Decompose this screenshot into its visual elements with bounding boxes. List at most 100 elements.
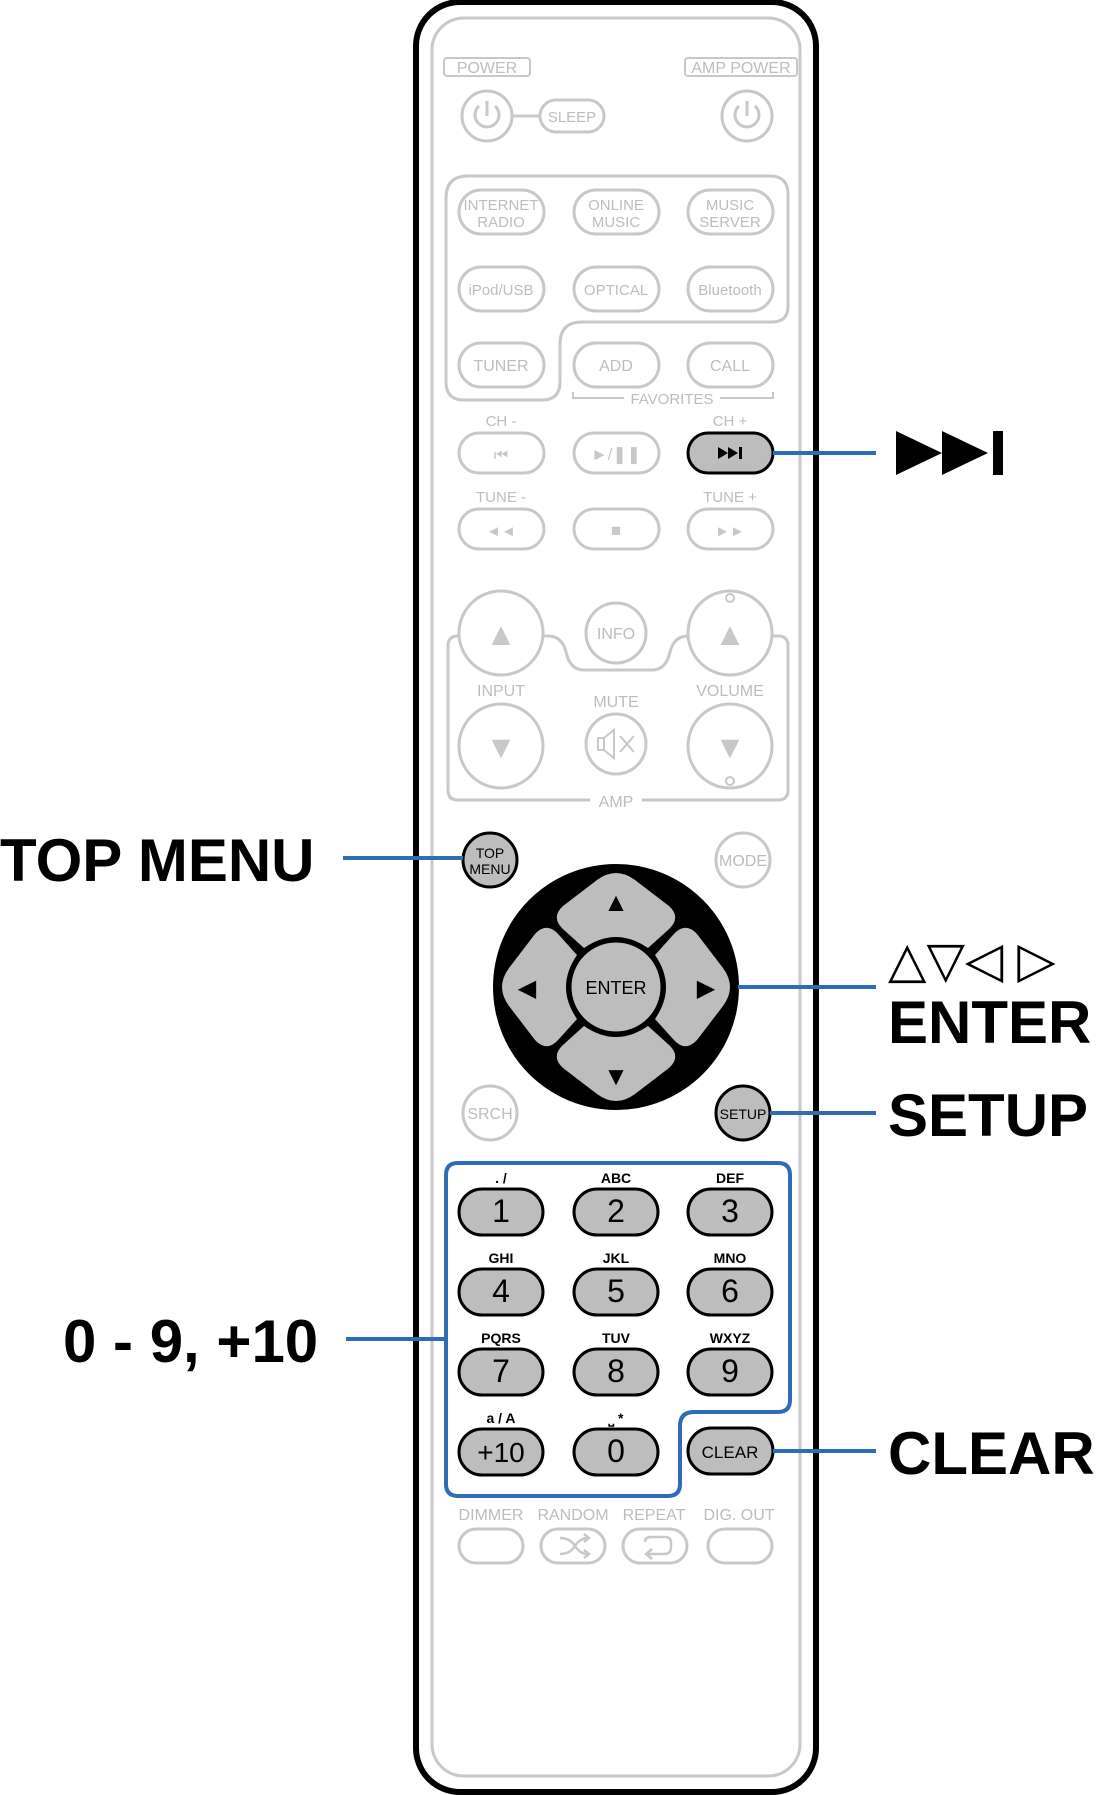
stop-button[interactable]: ■ bbox=[572, 507, 661, 551]
cursor-right-icon: ▶ bbox=[697, 975, 716, 1002]
key-shape bbox=[457, 1267, 545, 1317]
volume-down-dot bbox=[725, 776, 735, 786]
amp-power-icon bbox=[733, 104, 761, 129]
key-shape bbox=[686, 1347, 774, 1397]
repeat-button[interactable] bbox=[621, 1527, 689, 1565]
dig-out-button[interactable] bbox=[706, 1527, 774, 1565]
cursor-down-button[interactable]: ▼ bbox=[556, 1026, 676, 1101]
volume-down-icon: ▼ bbox=[714, 729, 746, 765]
power-button[interactable] bbox=[460, 89, 514, 143]
key-label: 4 bbox=[492, 1273, 510, 1309]
cursor-left-button[interactable]: ◀ bbox=[502, 927, 577, 1047]
cursor-up-button[interactable]: ▲ bbox=[556, 873, 676, 948]
enter-button[interactable]: ENTER bbox=[568, 939, 664, 1035]
internet-radio-button[interactable]: INTERNET RADIO bbox=[457, 188, 546, 236]
info-button[interactable]: INFO bbox=[584, 601, 648, 665]
input-caption: INPUT bbox=[477, 683, 525, 700]
key-label: 9 bbox=[721, 1353, 739, 1389]
key-label: 0 bbox=[607, 1433, 625, 1469]
enter-label: ENTER bbox=[585, 978, 646, 998]
cursor-right-button[interactable]: ▶ bbox=[655, 927, 730, 1047]
callout-enter: ENTER bbox=[888, 989, 1091, 1056]
repeat-caption: REPEAT bbox=[623, 1507, 686, 1524]
ipod-usb-label: iPod/USB bbox=[468, 282, 533, 299]
callout-cursor: △▽◁ ▷ bbox=[888, 932, 1056, 988]
tuner-label: TUNER bbox=[473, 358, 528, 375]
key-sub-label: a / A bbox=[486, 1410, 515, 1426]
play-pause-button[interactable]: ►/❚❚ bbox=[572, 431, 661, 475]
amp-power-button[interactable] bbox=[720, 89, 774, 143]
sleep-label: SLEEP bbox=[548, 109, 596, 126]
input-up-button[interactable]: ▲ bbox=[457, 589, 545, 677]
power-caption-box bbox=[443, 57, 531, 77]
volume-up-button[interactable]: ▲ bbox=[686, 589, 774, 677]
rewind-button[interactable]: ◄◄ bbox=[457, 507, 546, 551]
power-icon bbox=[473, 104, 501, 129]
mode-button[interactable]: MODE bbox=[714, 831, 772, 889]
key-0-button[interactable]: ⎵ * 0 bbox=[572, 1410, 660, 1477]
key-sub-label: . / bbox=[495, 1170, 507, 1186]
random-button[interactable] bbox=[539, 1527, 607, 1565]
cursor-pad: ▲ ▼ ◀ ▶ ENTER bbox=[493, 864, 739, 1110]
key-shape bbox=[572, 1427, 660, 1477]
top-menu-label-2: MENU bbox=[469, 861, 510, 877]
tune-plus-caption: TUNE + bbox=[703, 489, 757, 506]
key-label: +10 bbox=[477, 1437, 525, 1468]
fast-forward-button[interactable]: ►► bbox=[686, 507, 775, 551]
ipod-usb-button[interactable]: iPod/USB bbox=[457, 265, 546, 313]
shuffle-icon bbox=[559, 1533, 592, 1559]
online-music-button[interactable]: ONLINE MUSIC bbox=[572, 188, 661, 236]
callout-top-menu: TOP MENU bbox=[0, 827, 315, 894]
callout-next-track bbox=[896, 431, 1003, 475]
key-plus10-button[interactable]: a / A +10 bbox=[457, 1410, 545, 1477]
add-button[interactable]: ADD bbox=[572, 341, 661, 389]
tuner-button[interactable]: TUNER bbox=[457, 341, 546, 389]
music-server-button[interactable]: MUSIC SERVER bbox=[686, 188, 775, 236]
key-sub-label: DEF bbox=[716, 1170, 744, 1186]
setup-button[interactable]: SETUP bbox=[714, 1084, 772, 1142]
amp-power-caption: AMP POWER bbox=[691, 60, 790, 77]
input-down-button[interactable]: ▼ bbox=[457, 702, 545, 790]
key-sub-label: PQRS bbox=[481, 1330, 521, 1346]
volume-down-button[interactable]: ▼ bbox=[686, 702, 774, 790]
search-button[interactable]: SRCH bbox=[461, 1084, 519, 1142]
internet-radio-label-1: INTERNET bbox=[464, 197, 539, 214]
skip-back-button[interactable]: ⏮ bbox=[457, 431, 546, 475]
callout-clear: CLEAR bbox=[888, 1420, 1095, 1487]
optical-button[interactable]: OPTICAL bbox=[572, 265, 661, 313]
source-group-outline bbox=[444, 174, 790, 402]
dimmer-button[interactable] bbox=[457, 1527, 525, 1565]
ch-plus-caption: CH + bbox=[713, 413, 748, 430]
skip-forward-button[interactable] bbox=[686, 431, 775, 475]
random-caption: RANDOM bbox=[537, 1507, 608, 1524]
mute-caption: MUTE bbox=[593, 694, 638, 711]
key-shape bbox=[457, 1187, 545, 1237]
sleep-button[interactable]: SLEEP bbox=[538, 98, 606, 134]
amp-caption: AMP bbox=[599, 794, 634, 811]
bluetooth-button[interactable]: Bluetooth bbox=[686, 265, 775, 313]
bluetooth-label: Bluetooth bbox=[698, 282, 761, 299]
cursor-down-icon: ▼ bbox=[603, 1061, 629, 1091]
power-caption: POWER bbox=[457, 60, 517, 77]
key-sub-label: MNO bbox=[714, 1250, 747, 1266]
online-music-label-2: MUSIC bbox=[592, 214, 641, 231]
amp-group-outline bbox=[446, 634, 790, 802]
tune-minus-caption: TUNE - bbox=[476, 489, 526, 506]
mute-button[interactable] bbox=[584, 712, 648, 776]
top-menu-button[interactable]: TOP MENU bbox=[461, 831, 519, 889]
key-sub-label: ⎵ * bbox=[608, 1410, 624, 1428]
key-sub-label: JKL bbox=[603, 1250, 630, 1266]
call-button[interactable]: CALL bbox=[686, 341, 775, 389]
volume-caption: VOLUME bbox=[696, 683, 764, 700]
amp-power-caption-box bbox=[684, 57, 798, 77]
key-1-button[interactable]: . /1 bbox=[457, 1170, 545, 1237]
clear-button[interactable]: CLEAR bbox=[686, 1426, 775, 1476]
